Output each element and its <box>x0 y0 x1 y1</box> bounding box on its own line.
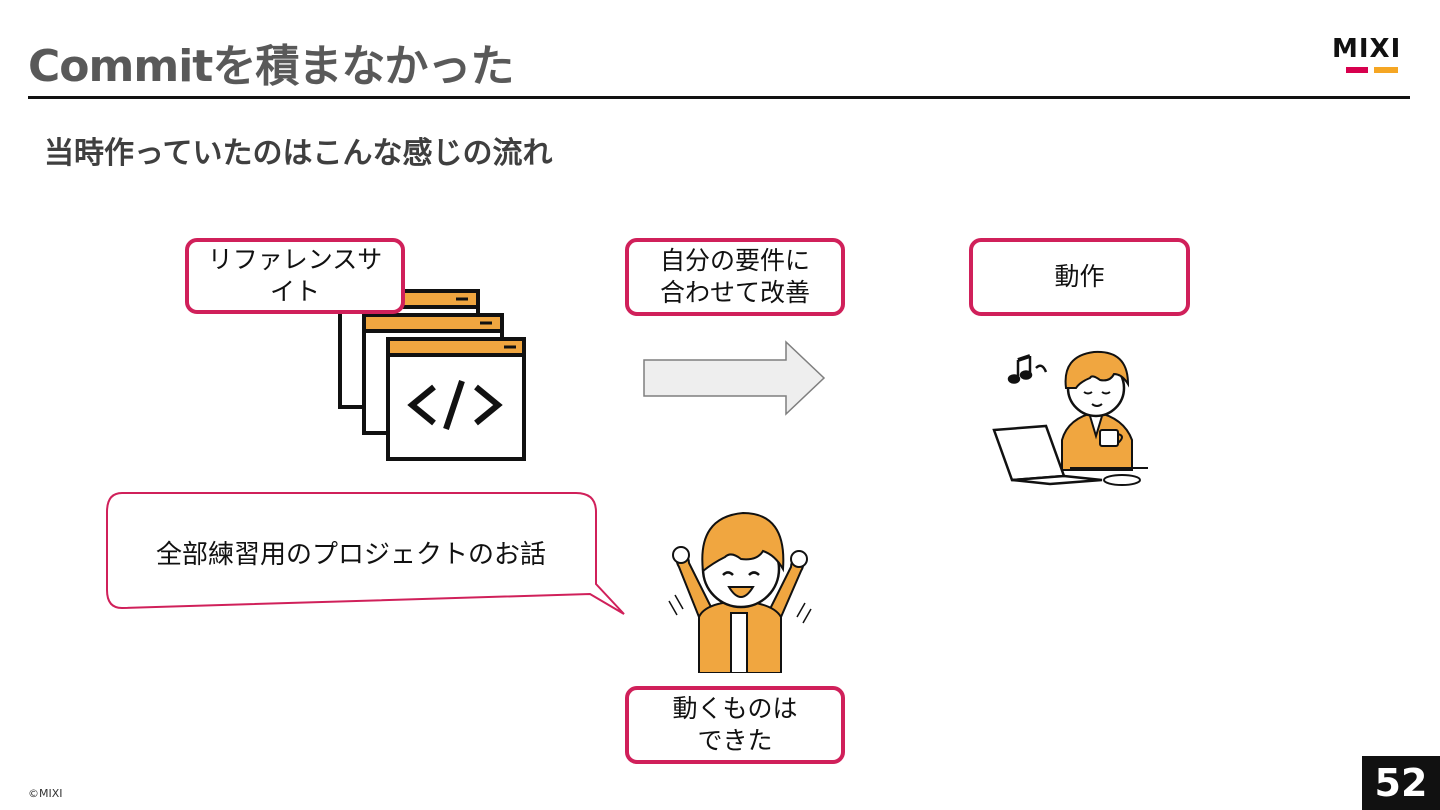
logo-bar-orange <box>1374 67 1398 73</box>
code-browser-windows-icon <box>338 289 526 461</box>
label-result-line2: できた <box>697 726 773 755</box>
label-customize-line1: 自分の要件に <box>659 246 810 275</box>
label-customize: 自分の要件に 合わせて改善 <box>625 238 845 316</box>
label-reference-site-line2: イト <box>269 277 320 306</box>
label-works: 動作 <box>969 238 1190 316</box>
label-result-line1: 動くものは <box>672 694 798 723</box>
slide-subtitle: 当時作っていたのはこんな感じの流れ <box>44 136 553 171</box>
mixi-logo: MIXI <box>1332 36 1412 76</box>
person-with-laptop-and-coffee-icon <box>992 350 1148 486</box>
music-note-icon <box>1007 354 1048 384</box>
logo-wordmark: MIXI <box>1332 34 1402 64</box>
person-cheering-icon <box>668 511 812 673</box>
slide-title: Commitを積まなかった <box>28 41 514 92</box>
title-divider <box>28 96 1410 99</box>
label-reference-site: リファレンスサ イト <box>185 238 405 314</box>
speech-bubble <box>106 492 625 615</box>
label-result: 動くものは できた <box>625 686 845 764</box>
label-customize-line2: 合わせて改善 <box>659 278 810 307</box>
label-works-text: 動作 <box>1054 262 1105 291</box>
label-reference-site-line1: リファレンスサ <box>207 245 383 274</box>
right-arrow-icon <box>643 340 826 416</box>
copyright-notice: ©MIXI <box>28 787 63 800</box>
page-number: 52 <box>1362 756 1440 810</box>
speech-bubble-text: 全部練習用のプロジェクトのお話 <box>156 540 547 570</box>
logo-bar-magenta <box>1346 67 1368 73</box>
